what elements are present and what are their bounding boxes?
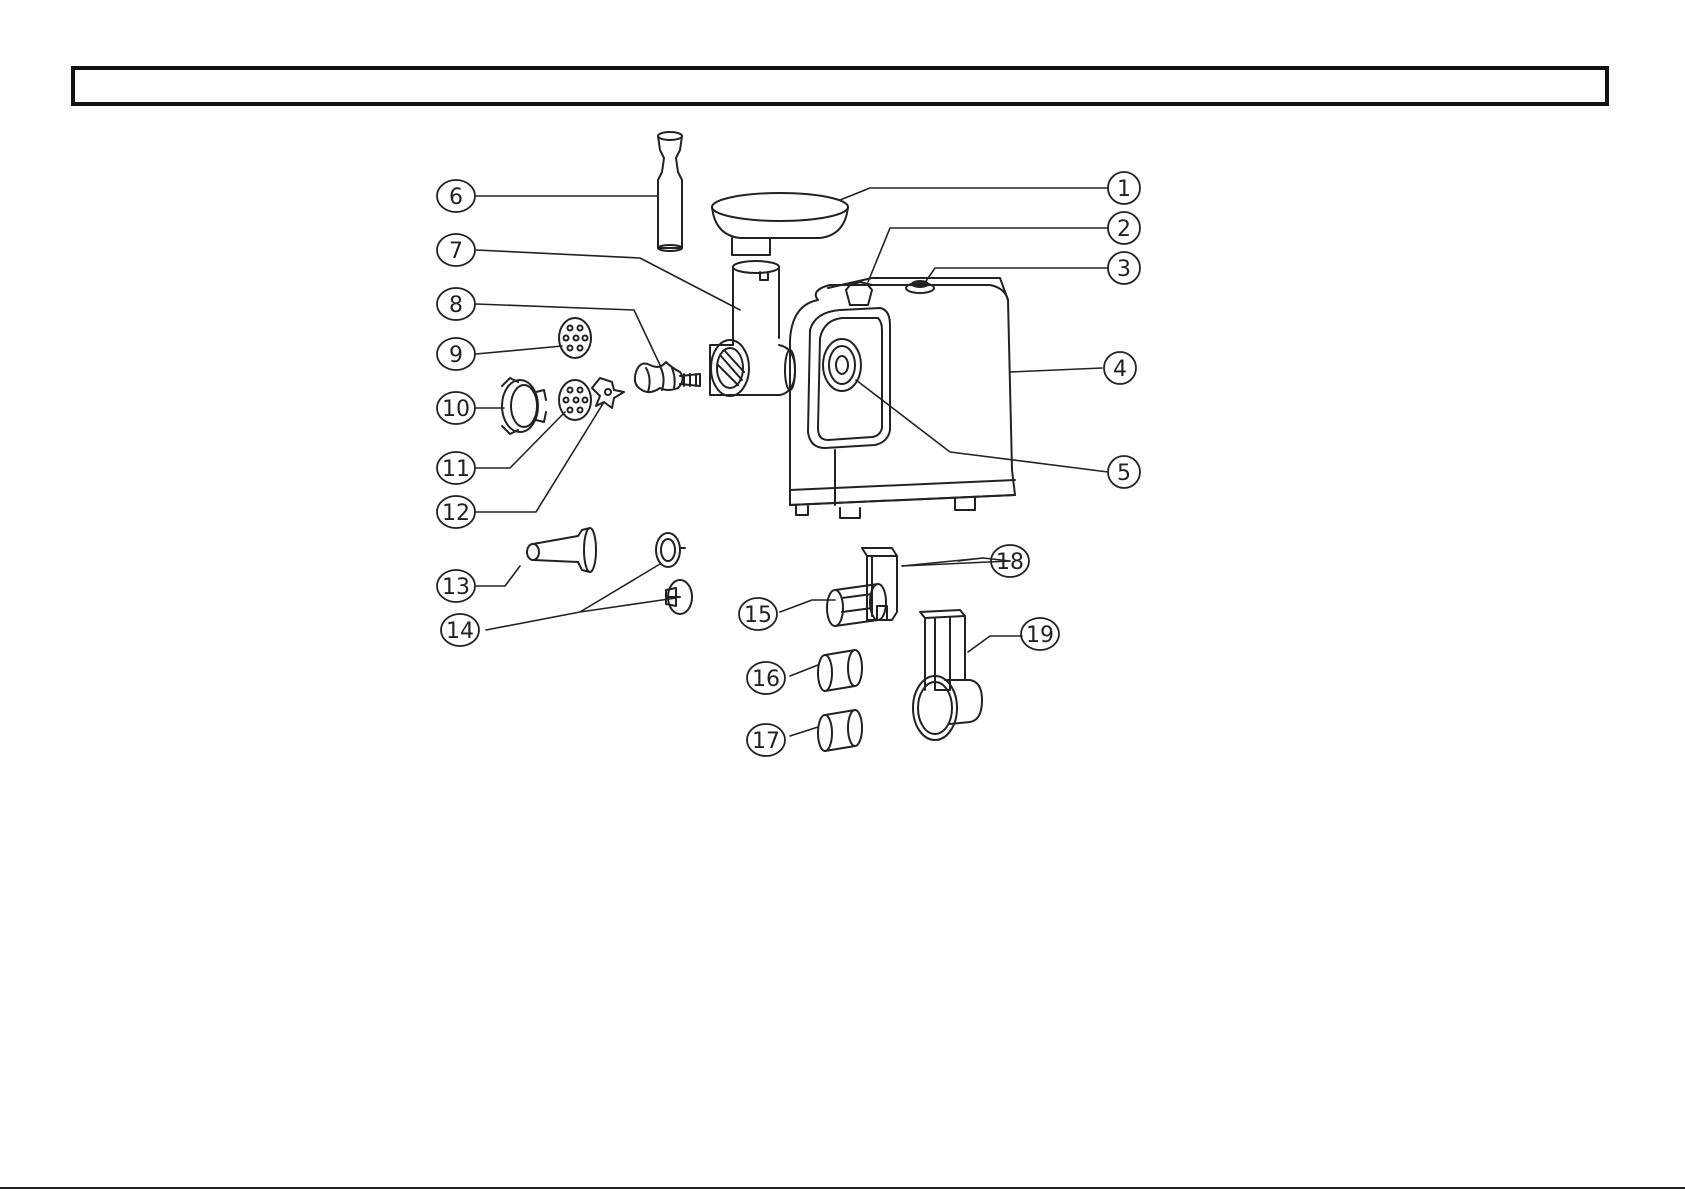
callout-17: 17 [747,724,785,756]
cutting-blade-part [592,378,624,408]
power-switch-part [846,282,872,305]
callout-6-label: 6 [449,185,463,210]
callout-18: 18 [991,545,1029,577]
shredder-head-part [913,610,982,740]
callout-8-label: 8 [449,293,463,318]
callout-18-label: 18 [996,550,1024,575]
callout-bubbles: 1 2 3 4 5 6 7 8 9 10 11 12 13 14 15 16 1… [437,172,1140,756]
callout-19: 19 [1021,618,1059,650]
drive-outlet-part [823,339,861,391]
callout-16-label: 16 [752,667,780,692]
callout-6: 6 [437,180,475,212]
callout-17-label: 17 [752,729,780,754]
callout-7-label: 7 [449,239,463,264]
callout-1: 1 [1108,172,1140,204]
callout-5-label: 5 [1117,461,1131,486]
callout-3: 3 [1108,252,1140,284]
callout-5: 5 [1108,456,1140,488]
callout-7: 7 [437,234,475,266]
callout-11-label: 11 [442,457,470,482]
callout-3-label: 3 [1117,257,1131,282]
callout-14-label: 14 [446,619,474,644]
callout-12: 12 [437,496,475,528]
coarse-shredding-drum-part [818,650,862,691]
sausage-funnel-part [527,528,596,572]
callout-19-label: 19 [1026,623,1054,648]
kebbe-attachment-part [656,533,692,614]
callout-14: 14 [441,614,479,646]
ring-nut-part [502,378,546,434]
bottom-rule [0,1187,1685,1189]
callout-10-label: 10 [442,397,470,422]
callout-11: 11 [437,452,475,484]
callout-9: 9 [437,338,475,370]
callout-1-label: 1 [1117,177,1131,202]
tray-part [712,193,848,255]
callout-15: 15 [739,598,777,630]
callout-13: 13 [437,570,475,602]
callout-12-label: 12 [442,501,470,526]
pusher-part [658,132,682,251]
fine-shredding-drum-part [818,710,862,751]
callout-15-label: 15 [744,603,772,628]
callout-4-label: 4 [1113,357,1127,382]
callout-2: 2 [1108,212,1140,244]
callout-9-label: 9 [449,343,463,368]
callout-2-label: 2 [1117,217,1131,242]
callout-13-label: 13 [442,575,470,600]
reverse-button-part [906,281,934,293]
mincing-plate-coarse-part [559,318,591,358]
grinder-head-part [710,261,795,396]
callout-8: 8 [437,288,475,320]
callout-4: 4 [1104,352,1136,384]
leader-lines [476,188,1108,736]
callout-10: 10 [437,392,475,424]
worm-screw-part [635,362,700,392]
callout-16: 16 [747,662,785,694]
motor-body-part [790,278,1015,518]
